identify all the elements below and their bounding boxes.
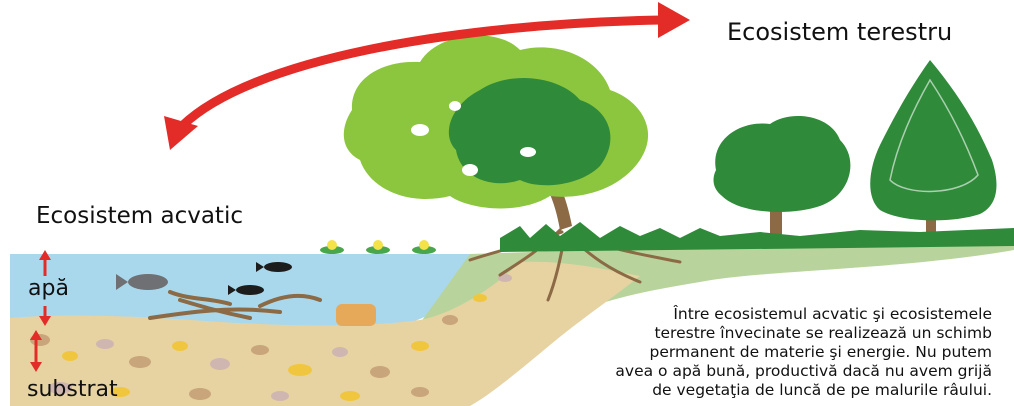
substrate-label: substrat (27, 377, 118, 402)
caption-line: avea o apă bună, productivă dacă nu avem… (532, 362, 992, 381)
tree-icon (714, 116, 851, 240)
conifer-icon (870, 60, 996, 238)
caption-line: terestre învecinate se realizează un sch… (532, 324, 992, 343)
water-lily-icon (320, 240, 436, 254)
caption-line: Între ecosistemul acvatic şi ecosistemel… (532, 305, 992, 324)
caption-text: Între ecosistemul acvatic şi ecosistemel… (532, 305, 992, 400)
terrestrial-ecosystem-label: Ecosistem terestru (727, 18, 952, 46)
caption-line: permanent de materie şi energie. Nu pute… (532, 343, 992, 362)
aquatic-ecosystem-label: Ecosistem acvatic (36, 203, 243, 229)
water-label: apă (28, 276, 69, 301)
caption-line: de vegetaţia de luncă de pe malurile râu… (532, 381, 992, 400)
tree-icon (344, 35, 648, 230)
reed-clump (336, 304, 376, 326)
